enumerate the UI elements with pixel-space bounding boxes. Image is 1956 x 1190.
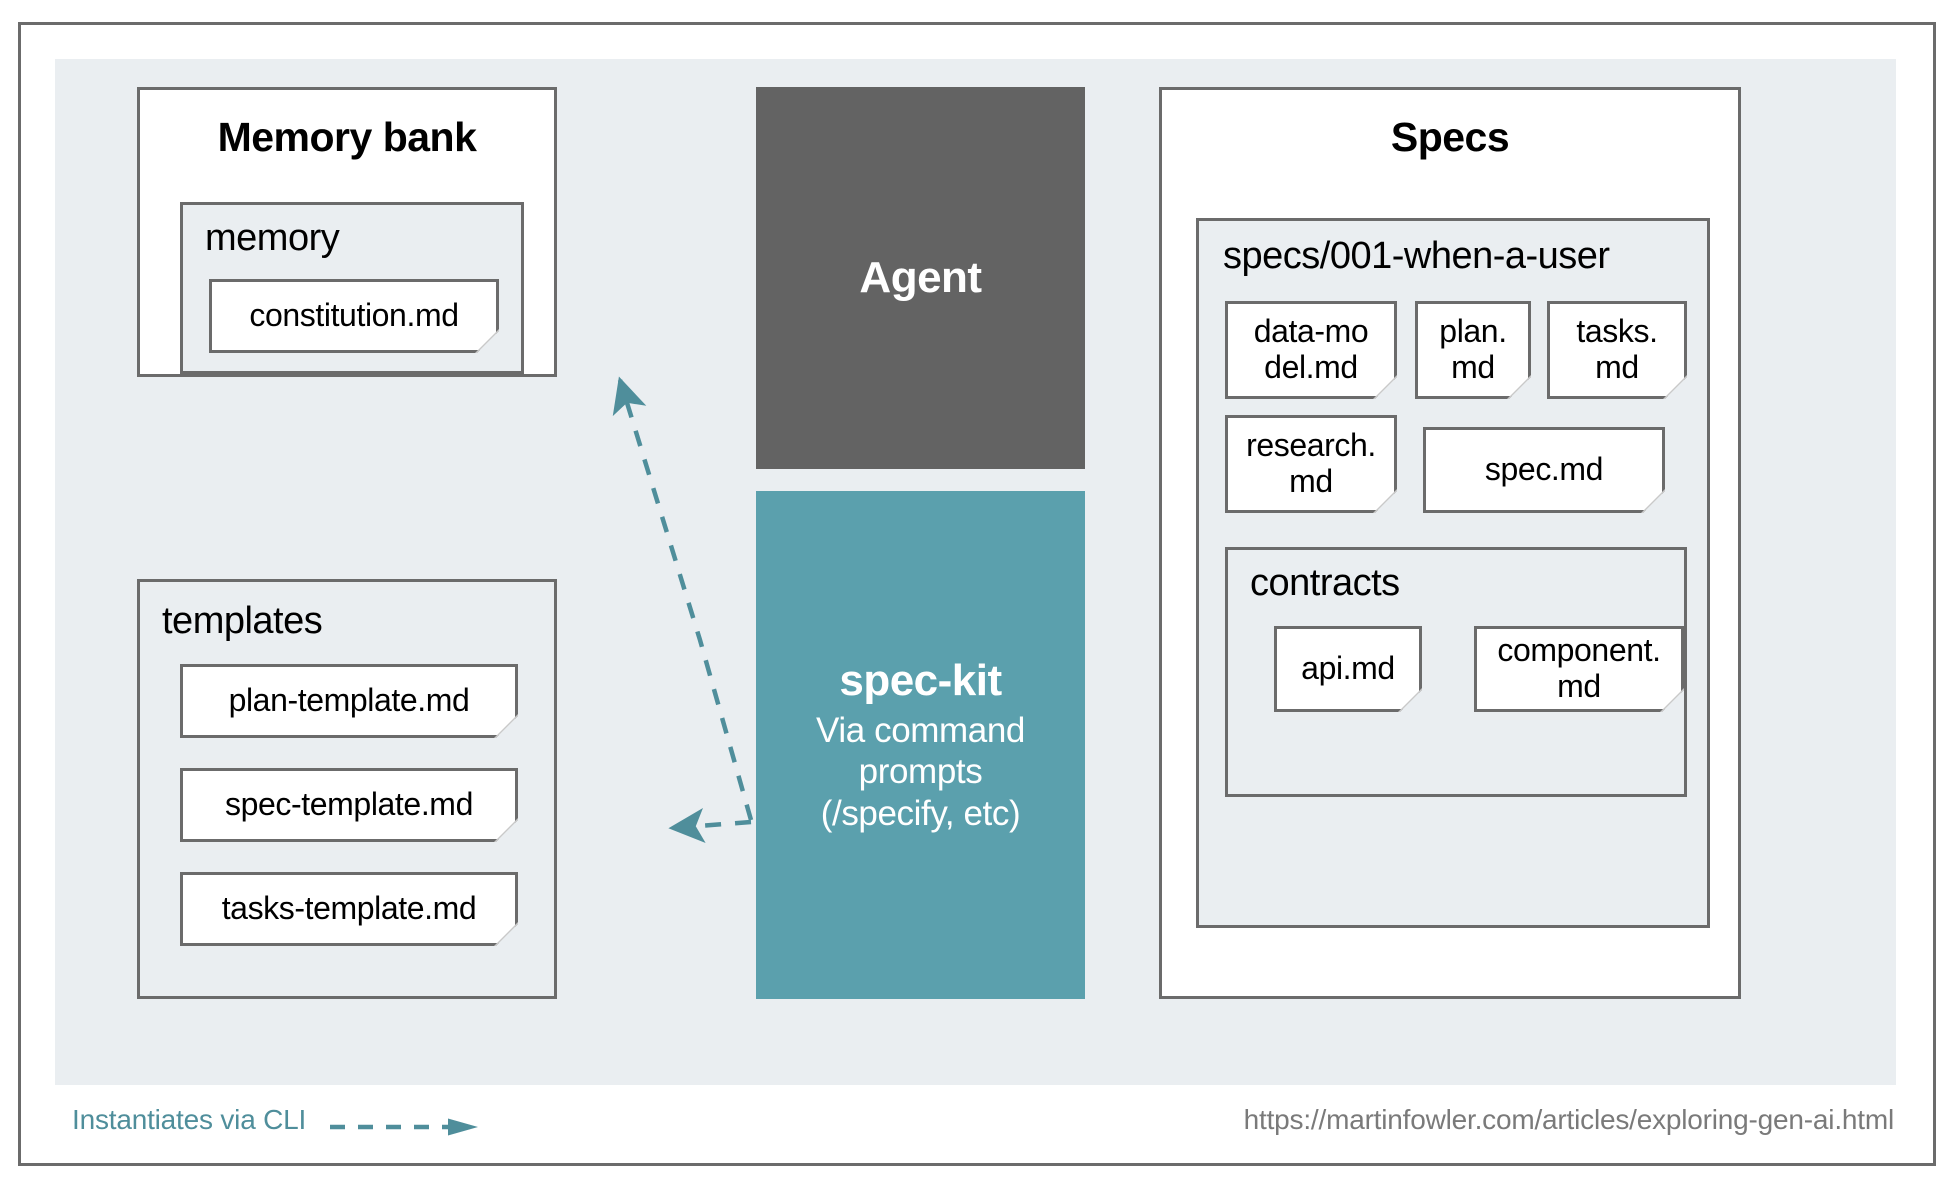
file-label: plan-template.md [228,682,470,719]
file-label: api.md [1301,650,1395,687]
specs-feature-folder: specs/001-when-a-user data-mo del.md pla… [1196,218,1710,928]
page-fold-icon [494,922,518,946]
file-label: tasks. md [1576,313,1658,385]
specs-panel: Specs specs/001-when-a-user data-mo del.… [1159,87,1741,999]
legend-dashed-arrow-icon [328,1111,480,1136]
memory-bank-title: Memory bank [217,114,477,160]
page-fold-icon [1398,688,1422,712]
file-tasks-template-md[interactable]: tasks-template.md [180,872,518,946]
contracts-folder: contracts api.md component. md [1225,547,1687,797]
legend-label: Instantiates via CLI [72,1104,307,1135]
specs-title: Specs [1390,114,1510,160]
file-label: constitution.md [249,297,459,334]
file-research-md[interactable]: research. md [1225,415,1397,513]
diagram-frame: Memory bank memory constitution.md templ… [18,22,1936,1166]
speckit-subtitle: Via command prompts (/specify, etc) [816,711,1025,833]
file-label: plan. md [1439,313,1507,385]
specs-feature-folder-title: specs/001-when-a-user [1223,235,1610,277]
file-api-md[interactable]: api.md [1274,626,1422,712]
templates-panel: templates plan-template.md spec-template… [137,579,557,999]
page-fold-icon [475,329,499,353]
file-label: tasks-template.md [221,890,477,927]
memory-folder-title: memory [205,217,340,259]
file-component-md[interactable]: component. md [1474,626,1684,712]
page-fold-icon [494,818,518,842]
file-label: spec.md [1484,451,1604,488]
file-label: spec-template.md [225,786,473,823]
file-plan-template-md[interactable]: plan-template.md [180,664,518,738]
file-plan-md[interactable]: plan. md [1415,301,1531,399]
page-fold-icon [1641,489,1665,513]
contracts-folder-title: contracts [1250,562,1400,604]
agent-title: Agent [859,253,982,302]
memory-bank-panel: Memory bank memory constitution.md [137,87,557,377]
speckit-title: spec-kit [839,656,1002,706]
file-label: data-mo del.md [1253,313,1369,385]
legend: Instantiates via CLI [72,1104,480,1136]
source-url: https://martinfowler.com/articles/explor… [1243,1104,1895,1135]
templates-title: templates [162,600,323,642]
file-label: component. md [1497,632,1661,704]
memory-folder: memory constitution.md [180,202,524,374]
file-label: research. md [1246,427,1376,499]
file-spec-template-md[interactable]: spec-template.md [180,768,518,842]
file-spec-md[interactable]: spec.md [1423,427,1665,513]
file-data-model-md[interactable]: data-mo del.md [1225,301,1397,399]
agent-block[interactable]: Agent [756,87,1085,469]
file-constitution-md[interactable]: constitution.md [209,279,499,353]
speckit-block[interactable]: spec-kit Via command prompts (/specify, … [756,491,1085,999]
page-fold-icon [494,714,518,738]
file-tasks-md[interactable]: tasks. md [1547,301,1687,399]
